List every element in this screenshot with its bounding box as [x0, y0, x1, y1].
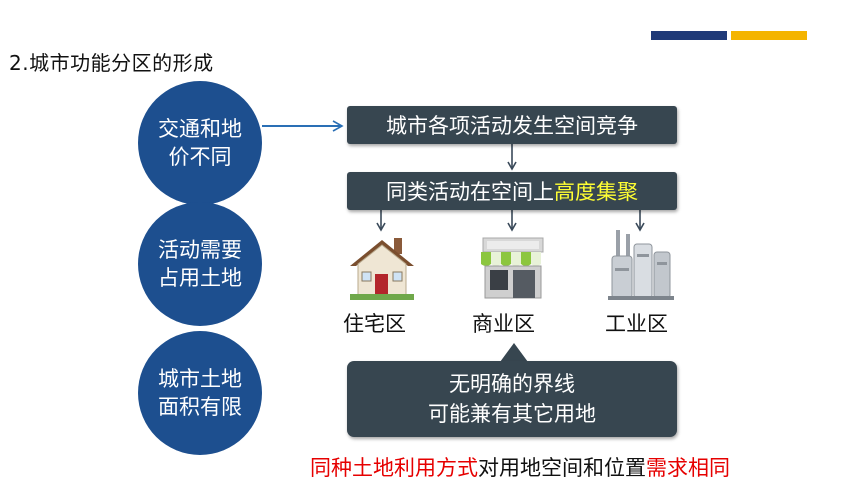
zone-label-commercial: 商业区	[472, 312, 535, 336]
competition-box: 城市各项活动发生空间竞争	[347, 106, 677, 144]
house-icon	[350, 238, 414, 300]
factor-text: 价不同	[168, 145, 232, 169]
note-bubble-pointer	[500, 343, 528, 362]
factor-text: 占用土地	[158, 266, 242, 290]
conclusion-text: 同种土地利用方式对用地空间和位置需求相同	[310, 452, 730, 482]
header-accent-bar-navy	[651, 31, 727, 40]
factor-text: 城市土地	[158, 367, 242, 391]
factory-icon	[608, 230, 674, 300]
store-icon	[481, 237, 544, 299]
clustering-box: 同类活动在空间上高度集聚	[347, 172, 677, 210]
conclusion-emphasis: 需求相同	[646, 456, 730, 480]
zone-label-industrial: 工业区	[605, 312, 668, 336]
factor-text: 活动需要	[158, 238, 242, 262]
factor-circle-limited-area: 城市土地 面积有限	[138, 331, 262, 455]
factor-circle-land-need: 活动需要 占用土地	[138, 202, 262, 326]
note-bubble: 无明确的界线 可能兼有其它用地	[347, 361, 677, 437]
zone-label-residential: 住宅区	[343, 312, 406, 336]
factor-text: 交通和地	[158, 117, 242, 141]
factor-circle-transport: 交通和地 价不同	[138, 81, 262, 205]
factor-text: 面积有限	[158, 395, 242, 419]
clustering-highlight: 高度集聚	[554, 180, 638, 204]
conclusion-emphasis: 同种土地利用方式	[310, 456, 478, 480]
clustering-text: 同类活动在空间上	[386, 180, 554, 204]
section-title: 2.城市功能分区的形成	[9, 51, 214, 75]
note-text: 无明确的界线	[449, 372, 575, 396]
competition-text: 城市各项活动发生空间竞争	[386, 114, 638, 138]
conclusion-middle: 对用地空间和位置	[478, 456, 646, 480]
note-text: 可能兼有其它用地	[428, 402, 596, 426]
header-accent-bar-gold	[731, 31, 807, 40]
